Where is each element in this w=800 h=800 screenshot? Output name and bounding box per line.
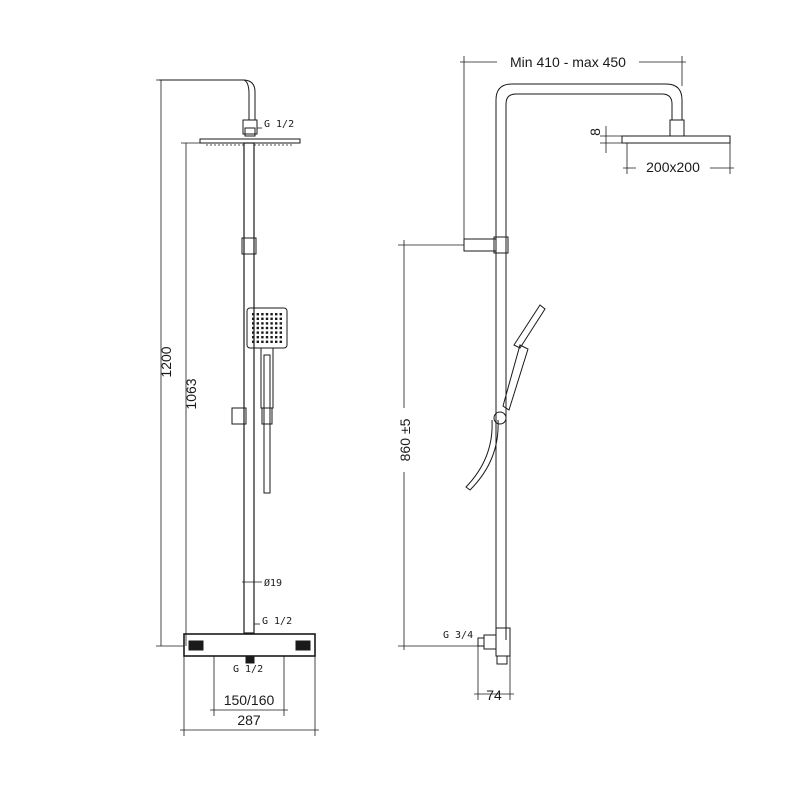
front-riser-pipe — [243, 142, 255, 634]
arm-reach-label: Min 410 - max 450 — [510, 54, 626, 70]
wall-bracket-height-label: 860 ±5 — [397, 418, 413, 461]
front-inlet-connection-note: G 1/2 — [233, 664, 263, 675]
side-inlet-connection-note: G 3/4 — [443, 630, 473, 641]
total-height-label: 1200 — [158, 346, 174, 377]
front-head-connector — [242, 119, 258, 135]
side-view: Min 410 - max 450 8 200x200 860 ±5 74 G … — [396, 52, 734, 703]
head-height-label: 1063 — [183, 378, 199, 409]
front-hand-shower — [231, 307, 288, 494]
front-outlet-connection-note: G 1/2 — [262, 616, 292, 627]
front-thermostatic-valve — [183, 633, 316, 664]
side-shower-head — [621, 135, 731, 144]
front-view: 1200 1063 150/160 287 G 1/2 Ø19 G 1/2 G … — [156, 79, 319, 736]
front-head-connection-note: G 1/2 — [264, 119, 294, 130]
centers-label: 150/160 — [224, 692, 275, 708]
pipe-diameter-note: Ø19 — [264, 577, 282, 589]
side-inlet-elbow — [477, 627, 511, 665]
wall-offset-label: 74 — [486, 687, 502, 703]
side-hand-shower — [465, 304, 546, 491]
head-thickness-label: 8 — [587, 128, 603, 136]
front-shower-arm — [159, 79, 256, 120]
valve-width-label: 287 — [237, 712, 261, 728]
head-size-label: 200x200 — [646, 159, 700, 175]
side-wall-bracket — [463, 238, 497, 252]
side-shower-arm — [495, 83, 683, 640]
